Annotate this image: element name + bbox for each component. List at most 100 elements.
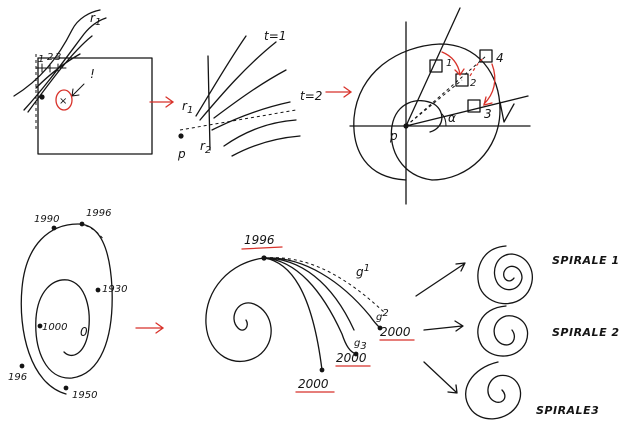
red-path-box1-to-box2 (441, 51, 465, 77)
dot-1996 (79, 221, 85, 227)
curve-t1-b (199, 41, 277, 121)
label-r2: r2 (200, 139, 211, 156)
box-4-label: 4 (496, 51, 504, 65)
year-1990: 1990 (34, 214, 59, 225)
spiral-inner (390, 100, 443, 181)
dot-end-main (319, 367, 325, 373)
curve-t2-a (211, 101, 291, 131)
point-p (178, 133, 184, 139)
label-g3: g3 (354, 338, 367, 352)
red-path-box4-to-box3 (483, 63, 496, 106)
box-3-label: 3 (484, 107, 492, 121)
year-1996: 1996 (244, 233, 275, 247)
branch-g1 (263, 257, 355, 331)
year-196: 196 (8, 372, 27, 383)
ray-diagonal (405, 7, 461, 127)
spiral-inner-loop (35, 279, 90, 357)
label-alpha: α (448, 111, 456, 125)
year-2000-mid: 2000 (336, 351, 367, 365)
label-p: p (389, 129, 398, 143)
box-3 (467, 99, 481, 113)
label-p: p (177, 147, 186, 161)
panel-rectangle-trajectories: 1 2 3 r1 ! × (13, 9, 153, 155)
curve-t1-a (195, 35, 247, 117)
label-spirale-1: SPIRALE 1 (552, 254, 620, 267)
box-1-label: 1 (446, 58, 452, 69)
spiral-outer-loop (20, 223, 113, 395)
panel-time-curves: p r1 r2 t=1 t=2 (177, 29, 322, 161)
exclamation-mark: ! (90, 67, 95, 81)
year-2000-bottom: 2000 (298, 377, 329, 391)
arrow-panel2-to-panel3 (325, 86, 353, 98)
target-ring (55, 89, 73, 111)
dot-1996 (261, 255, 267, 261)
arrow-panel1-to-panel2 (149, 96, 175, 108)
spirale-2-drawing (477, 305, 529, 357)
dot-end-g2 (377, 325, 383, 331)
spirale-3-drawing (465, 361, 522, 420)
label-spirale-2: SPIRALE 2 (552, 326, 620, 339)
dot-end-g3 (353, 351, 359, 357)
arrow-to-spirale-3 (423, 361, 458, 394)
box-2 (455, 73, 469, 87)
panel-year-spiral: 1990 1996 1930 1000 1950 196 0 (8, 208, 127, 401)
main-spiral (205, 257, 272, 362)
outcome-arrows (415, 262, 466, 394)
dot-196 (19, 363, 25, 369)
panel-polar-spiral: α p 1 2 4 3 (349, 7, 531, 205)
dot-1990 (51, 225, 57, 231)
down-arrow (499, 101, 515, 123)
dot-1000 (37, 323, 43, 329)
underline-1996 (241, 246, 283, 250)
year-1996: 1996 (86, 208, 111, 219)
spirale-1-curve (477, 245, 533, 305)
spirale-1-drawing (477, 245, 533, 305)
label-t2: t=2 (300, 89, 322, 103)
vertical-line (207, 55, 211, 151)
trajectory-curve-d (35, 53, 81, 89)
dot-1950 (63, 385, 69, 391)
label-spirale-3: SPIRALE3 (536, 404, 599, 417)
pointer-arrow (71, 83, 85, 97)
year-1950: 1950 (72, 390, 97, 401)
box-4 (479, 49, 493, 63)
label-r1: r1 (182, 99, 193, 116)
trajectory-curve-c (27, 35, 93, 113)
curve-t2-b (223, 119, 297, 147)
curve-t1-c (213, 69, 287, 119)
branch-main (263, 257, 323, 371)
spirale-3-curve (465, 361, 522, 420)
trajectory-curve-a (13, 9, 101, 97)
angle-arc (441, 113, 447, 127)
panel-branching-spiral: 1996 g1 g2 g3 2000 2000 2000 (205, 233, 415, 393)
trajectory-curve-b (23, 17, 107, 111)
branch-g3 (263, 257, 357, 355)
label-zero: 0 (80, 325, 88, 339)
domain-rectangle (37, 57, 153, 155)
horizontal-dashed-line (179, 109, 297, 131)
arrow-panel4-to-panel5 (135, 322, 165, 334)
year-2000-right: 2000 (380, 325, 411, 339)
label-t1: t=1 (264, 29, 286, 43)
arrow-to-spirale-2 (423, 320, 464, 332)
tick-label-3: 3 (55, 52, 61, 63)
tick-row (35, 63, 67, 73)
tick-label-1: 1 (38, 54, 44, 65)
red-path-box2-to-box4 (469, 57, 485, 77)
spiral-outer (353, 43, 501, 181)
tick-label-2: 2 (47, 52, 53, 63)
year-1930: 1930 (102, 284, 127, 295)
branch-g2 (263, 257, 381, 329)
curve-t2-c (231, 135, 301, 157)
spirale-2-curve (477, 305, 529, 357)
branch-dashed (263, 257, 387, 315)
dot-1930 (95, 287, 101, 293)
label-r1: r1 (90, 11, 101, 28)
label-g2: g2 (376, 308, 389, 323)
box-1 (429, 59, 443, 73)
ray-shallow (405, 95, 529, 127)
arrow-to-spirale-1 (415, 262, 466, 297)
box-2-label: 2 (470, 78, 476, 89)
year-1000: 1000 (42, 322, 67, 333)
